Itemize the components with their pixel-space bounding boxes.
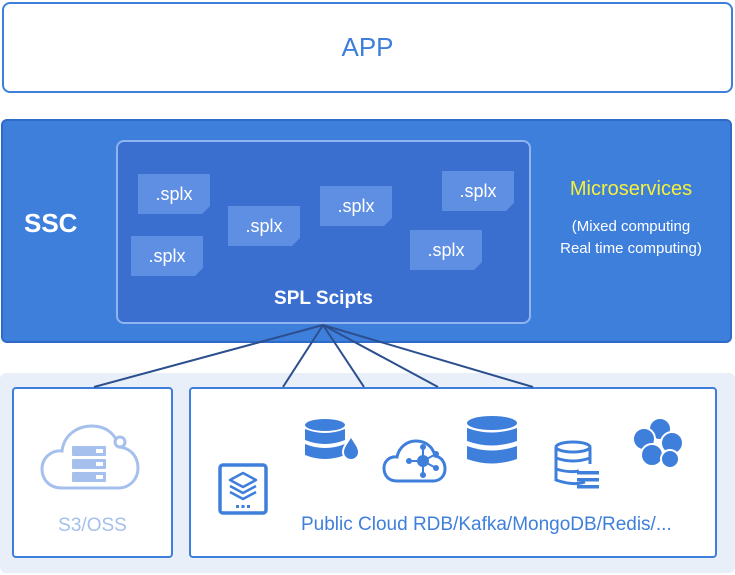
layers-icon (218, 463, 268, 515)
microservices-subtitle-line1: (Mixed computing (571, 218, 691, 235)
cluster-icon (632, 417, 684, 469)
connector-line-s3 (93, 324, 324, 388)
app-label: APP (341, 32, 394, 62)
splx-file-1: .splx (138, 174, 210, 214)
ssc-label: SSC (24, 208, 78, 238)
connector-line-4 (322, 324, 534, 388)
database-list-icon (554, 440, 599, 489)
splx-file-4: .splx (442, 171, 514, 211)
microservices-title: Microservices (569, 178, 693, 200)
s3-oss-label: S3/OSS (58, 515, 127, 536)
microservices-subtitle-line2: Real time computing) (560, 240, 702, 257)
splx-file-6: .splx (410, 230, 482, 270)
spl-scripts-title: SPL Scipts (274, 288, 373, 309)
connector-line-3 (322, 324, 439, 388)
database-drop-icon (305, 419, 361, 462)
microservices-subtitle: (Mixed computing Real time computing) (540, 216, 722, 260)
splx-file-2: .splx (228, 206, 300, 246)
connector-line-1 (282, 324, 324, 388)
splx-file-5: .splx (131, 236, 203, 276)
data-sources-label: Public Cloud RDB/Kafka/MongoDB/Redis/... (301, 514, 672, 535)
cloud-server-icon (40, 424, 140, 490)
data-sources-box (189, 387, 717, 558)
connector-line-2 (322, 324, 365, 388)
app-box: APP (2, 2, 733, 93)
database-icon (467, 416, 517, 464)
cloud-hub-icon (382, 439, 447, 483)
splx-file-3: .splx (320, 186, 392, 226)
